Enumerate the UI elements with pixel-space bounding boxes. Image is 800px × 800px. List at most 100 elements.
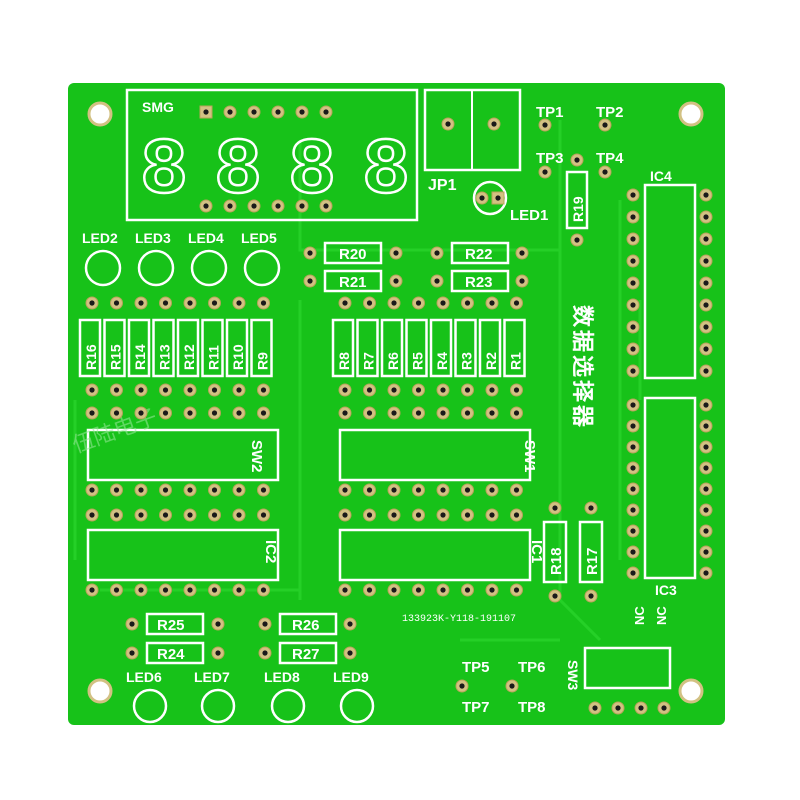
solder-pad xyxy=(699,276,713,290)
solder-pad xyxy=(319,199,333,213)
solder-pad xyxy=(699,503,713,517)
r21-label: R21 xyxy=(339,274,367,291)
jumper-jp1: JP1 xyxy=(423,88,522,194)
solder-pad xyxy=(699,440,713,454)
solder-pad xyxy=(626,419,640,433)
solder-pad xyxy=(699,545,713,559)
solder-pad xyxy=(699,342,713,356)
led4-label: LED4 xyxy=(188,230,224,246)
bank-resistor-outline xyxy=(250,318,273,378)
solder-pad xyxy=(510,483,523,497)
solder-pad xyxy=(183,383,197,397)
solder-pad xyxy=(232,406,246,420)
solder-pad xyxy=(412,296,425,310)
solder-pad xyxy=(363,383,376,397)
r27-label: R27 xyxy=(292,646,320,663)
ic2-label: IC2 xyxy=(262,540,279,563)
solder-pad xyxy=(588,701,602,715)
solder-pad xyxy=(626,524,640,538)
solder-pad xyxy=(584,501,598,515)
solder-pad xyxy=(699,461,713,475)
solder-pad xyxy=(110,296,123,310)
solder-pad xyxy=(387,583,401,597)
solder-pad xyxy=(626,545,640,559)
bank-resistor-outline xyxy=(405,318,428,378)
solder-pad xyxy=(338,483,352,497)
solder-pad xyxy=(208,406,221,420)
solder-pad xyxy=(110,483,123,497)
solder-pad xyxy=(436,508,450,522)
solder-pad xyxy=(257,406,270,420)
solder-pad xyxy=(626,320,640,334)
bank-resistor-outline xyxy=(454,318,477,378)
solder-pad xyxy=(412,483,425,497)
solder-pad xyxy=(208,483,221,497)
ic-switch-labels: SW2 SW1 IC2 IC1 IC4 IC3 SW3 xyxy=(248,168,677,691)
solder-pad xyxy=(510,296,523,310)
nc-label-1: NC xyxy=(632,606,647,625)
solder-pad xyxy=(211,617,225,631)
solder-pad xyxy=(510,508,523,522)
solder-pad xyxy=(461,383,474,397)
solder-pad xyxy=(699,320,713,334)
solder-pad xyxy=(338,383,352,397)
solder-pad xyxy=(134,508,148,522)
r26-label: R26 xyxy=(292,617,320,634)
solder-pad xyxy=(699,210,713,224)
led8-label: LED8 xyxy=(264,669,300,685)
nc-label-2: NC xyxy=(654,606,669,625)
solder-pad xyxy=(699,364,713,378)
solder-pad xyxy=(387,383,401,397)
solder-pad xyxy=(461,583,474,597)
solder-pad xyxy=(258,617,272,631)
r17-label: R17 xyxy=(584,547,601,575)
solder-pad xyxy=(257,296,270,310)
bank-resistor-label: R8 xyxy=(336,352,352,370)
r22-label: R22 xyxy=(465,246,493,263)
solder-pad xyxy=(515,274,529,288)
led9-label: LED9 xyxy=(333,669,369,685)
solder-pad xyxy=(584,589,598,603)
solder-pad xyxy=(134,483,148,497)
solder-pad xyxy=(485,296,499,310)
solder-pad xyxy=(159,483,172,497)
bank-resistor-outline xyxy=(429,318,453,378)
solder-pad xyxy=(85,483,99,497)
solder-pad xyxy=(183,508,197,522)
solder-pad xyxy=(455,679,469,693)
solder-pad xyxy=(85,583,99,597)
bank-resistor-outline xyxy=(478,318,502,378)
solder-pad xyxy=(295,105,309,119)
bank-resistor-outline xyxy=(103,318,126,378)
led6-label: LED6 xyxy=(126,669,162,685)
board-title: 数据选择器 xyxy=(569,305,595,430)
solder-pad xyxy=(505,679,519,693)
solder-pad xyxy=(626,188,640,202)
led1: LED1 xyxy=(472,180,548,224)
jumper-label: JP1 xyxy=(428,177,457,194)
solder-pad xyxy=(570,153,584,167)
solder-pad xyxy=(85,383,99,397)
solder-pad xyxy=(208,583,221,597)
solder-pad xyxy=(699,188,713,202)
solder-pad xyxy=(257,383,270,397)
solder-pad xyxy=(208,383,221,397)
solder-pad xyxy=(232,383,246,397)
solder-pad xyxy=(430,274,444,288)
solder-pad xyxy=(699,566,713,580)
resistors-top: R20 R21 R22 R23 xyxy=(323,241,510,293)
solder-pad xyxy=(699,419,713,433)
bank-resistor-label: R11 xyxy=(206,345,222,370)
led1-label: LED1 xyxy=(510,207,548,224)
bank-resistor-label: R10 xyxy=(230,344,246,370)
solder-pad xyxy=(183,583,197,597)
solder-pad xyxy=(626,461,640,475)
solder-pad xyxy=(363,406,376,420)
tp8-label: TP8 xyxy=(518,699,546,716)
tp1-label: TP1 xyxy=(536,104,564,121)
led5-label: LED5 xyxy=(241,230,277,246)
solder-pad xyxy=(699,232,713,246)
solder-pad xyxy=(699,482,713,496)
bank-resistor-outline xyxy=(503,318,526,378)
